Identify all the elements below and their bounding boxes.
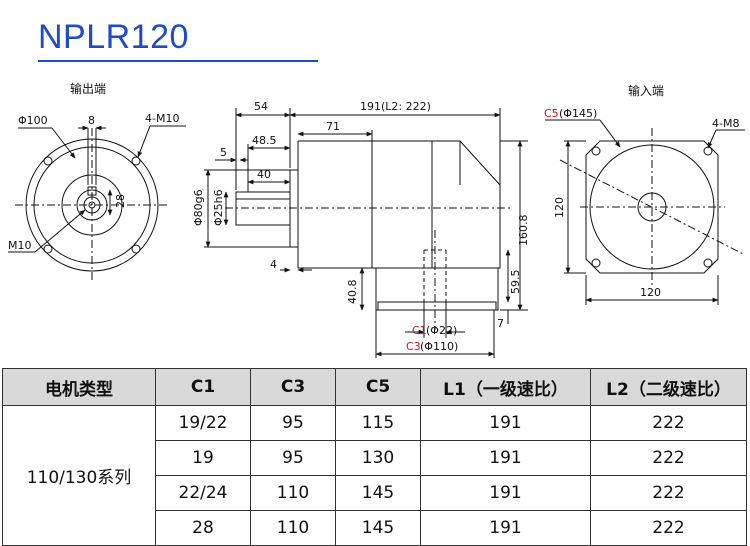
dim-8: 8 <box>88 114 95 127</box>
cell-l1: 191 <box>420 405 591 441</box>
dim-phi25h6: Φ25h6 <box>212 189 225 226</box>
cell-l2: 222 <box>590 475 747 511</box>
dim-c3-tag: C3 <box>406 340 421 353</box>
dim-5: 5 <box>220 146 227 159</box>
dim-40-8: 40.8 <box>346 280 359 305</box>
output-end-view <box>8 125 186 282</box>
dim-phi80g6: Φ80g6 <box>192 189 205 226</box>
dim-120-vertical: 120 <box>553 197 566 218</box>
cell-c3: 110 <box>250 475 336 511</box>
header-motor-type: 电机类型 <box>2 368 156 406</box>
header-c5: C5 <box>335 368 421 406</box>
table-header-row: 电机类型 C1 C3 C5 L1（一级速比） L2（二级速比） <box>2 368 747 406</box>
dim-c1-tag: C1 <box>412 324 427 337</box>
cell-l2: 222 <box>590 510 747 546</box>
dim-4-m8: 4-M8 <box>712 117 739 130</box>
dim-m10: M10 <box>8 239 32 252</box>
dim-c5-tag: C5 <box>544 107 559 120</box>
cell-l2: 222 <box>590 440 747 476</box>
cell-c5: 115 <box>335 405 421 441</box>
dim-c3-value: (Φ110) <box>420 340 458 353</box>
title-underline <box>38 60 318 62</box>
cell-c1: 19 <box>155 440 251 476</box>
table-row: 22/24 110 145 191 222 <box>3 475 747 511</box>
dim-4-m10: 4-M10 <box>145 112 179 125</box>
cell-l1: 191 <box>420 510 591 546</box>
table-row: 19 95 130 191 222 <box>3 440 747 476</box>
dim-c5-value: (Φ145) <box>559 107 597 120</box>
dim-71: 71 <box>326 120 340 133</box>
cell-l2: 222 <box>590 405 747 441</box>
cell-l1: 191 <box>420 475 591 511</box>
table-row: 110/130系列 19/22 95 115 191 222 <box>2 405 747 546</box>
header-l1: L1（一级速比） <box>420 368 591 406</box>
dim-120-horizontal: 120 <box>640 286 661 299</box>
cell-l1: 191 <box>420 440 591 476</box>
dim-phi100: Φ100 <box>18 114 48 127</box>
header-l2: L2（二级速比） <box>590 368 747 406</box>
engineering-drawing: 输出端 Φ100 8 4-M10 28 M10 <box>8 81 746 358</box>
cell-c5: 130 <box>335 440 421 476</box>
table-row: 28 110 145 191 222 <box>3 510 747 546</box>
cell-c5: 145 <box>335 475 421 511</box>
cell-c1: 28 <box>155 510 251 546</box>
dim-c1-value: (Φ22) <box>426 324 457 337</box>
dim-54: 54 <box>254 100 268 113</box>
dim-48-5: 48.5 <box>252 134 277 147</box>
dim-191: 191(L2: 222) <box>360 100 431 113</box>
cell-c5: 145 <box>335 510 421 546</box>
dim-4: 4 <box>270 258 277 271</box>
dim-40: 40 <box>257 168 271 181</box>
dim-7: 7 <box>497 317 504 330</box>
cell-c1: 22/24 <box>155 475 251 511</box>
dim-160-8: 160.8 <box>517 215 530 247</box>
input-end-label: 输入端 <box>628 83 664 98</box>
dim-59-5: 59.5 <box>509 270 522 295</box>
specification-table: 电机类型 C1 C3 C5 L1（一级速比） L2（二级速比） 110/130系… <box>2 368 747 546</box>
cell-c3: 95 <box>250 405 336 441</box>
cell-c3: 110 <box>250 510 336 546</box>
motor-type-cell: 110/130系列 <box>2 405 156 546</box>
side-view <box>204 108 528 358</box>
header-c1: C1 <box>155 368 251 406</box>
model-title: NPLR120 <box>38 18 189 56</box>
header-c3: C3 <box>250 368 336 406</box>
input-end-view <box>545 119 746 305</box>
cell-c3: 95 <box>250 440 336 476</box>
output-end-label: 输出端 <box>70 81 106 96</box>
cell-c1: 19/22 <box>155 405 251 441</box>
dim-28: 28 <box>114 194 127 208</box>
